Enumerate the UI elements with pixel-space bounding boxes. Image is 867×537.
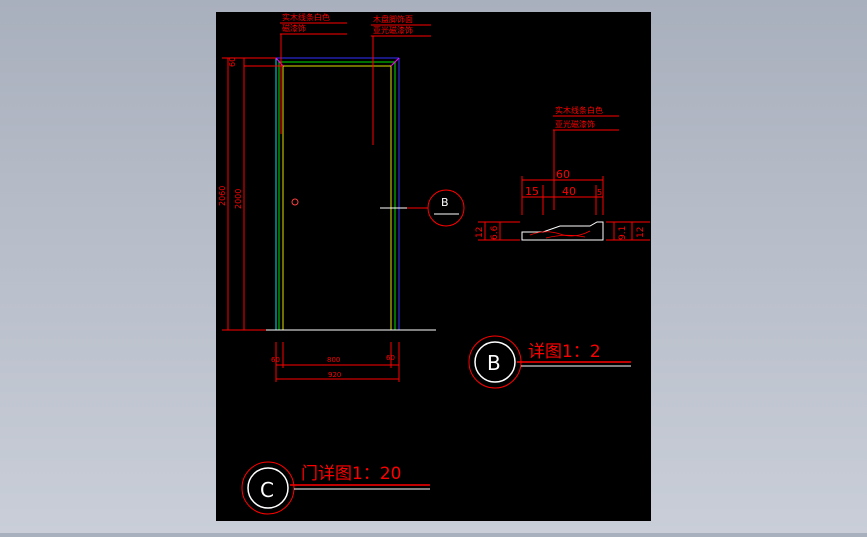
dim-height: 2000 bbox=[234, 189, 243, 209]
drawing-sheet bbox=[216, 12, 651, 521]
frame-miter-right bbox=[390, 57, 400, 67]
detail-b-note-1: 实木线条白色 bbox=[555, 105, 603, 115]
detail-b-dim-left-1: 12 bbox=[475, 227, 485, 238]
wood-grain bbox=[529, 230, 591, 237]
detail-b-dim-width: 60 bbox=[556, 168, 570, 181]
detail-b-title-text: 详图1：2 bbox=[528, 342, 601, 362]
door-elevation bbox=[266, 57, 436, 331]
door-vertical-dims: 2060 2000 60 bbox=[218, 57, 283, 331]
detail-b: 实木线条白色 亚光磁漆饰 60 15 40 5 12 6.6 bbox=[475, 105, 650, 241]
dim-bottom-right: 60 bbox=[386, 354, 395, 362]
door-horizontal-dims: 60 800 60 920 bbox=[271, 342, 400, 382]
dim-overall-width: 920 bbox=[328, 371, 341, 379]
detail-b-dim-part-1: 15 bbox=[525, 185, 539, 198]
detail-b-dim-right-2: 12 bbox=[636, 227, 646, 238]
dim-bottom-left: 60 bbox=[271, 356, 280, 364]
callout-b-letter: B bbox=[441, 196, 449, 209]
frame-miter-left bbox=[275, 57, 284, 67]
moulding-profile bbox=[521, 221, 604, 241]
callout-b: B bbox=[380, 189, 465, 227]
detail-b-dim-right-1: 9.1 bbox=[618, 226, 628, 240]
detail-b-title-letter: B bbox=[487, 351, 501, 375]
detail-b-dim-left-2: 6.6 bbox=[490, 225, 500, 240]
dim-total-height: 2060 bbox=[218, 186, 227, 206]
detail-b-dim-part-2: 40 bbox=[562, 185, 576, 198]
door-note-left-1: 实木线条白色 bbox=[282, 12, 330, 22]
detail-b-title: B 详图1：2 bbox=[468, 335, 631, 389]
detail-b-dim-part-3: 5 bbox=[597, 188, 602, 197]
dim-bottom-mid: 800 bbox=[327, 356, 340, 364]
detail-c-title-letter: C bbox=[260, 478, 274, 502]
door-notes: 实木线条白色 磁漆饰 木盘脚饰面 亚光磁漆饰 bbox=[280, 12, 431, 145]
callout-b-circle bbox=[427, 189, 465, 227]
door-note-right-1: 木盘脚饰面 bbox=[373, 14, 413, 24]
detail-c-title-text: 门详图1：20 bbox=[301, 464, 401, 484]
door-note-left-2: 磁漆饰 bbox=[282, 23, 306, 33]
detail-c-title: C 门详图1：20 bbox=[241, 461, 430, 515]
dim-top: 60 bbox=[228, 57, 237, 67]
door-handle bbox=[291, 198, 299, 206]
door-note-right-2: 亚光磁漆饰 bbox=[373, 25, 413, 35]
detail-b-note-2: 亚光磁漆饰 bbox=[555, 119, 595, 129]
